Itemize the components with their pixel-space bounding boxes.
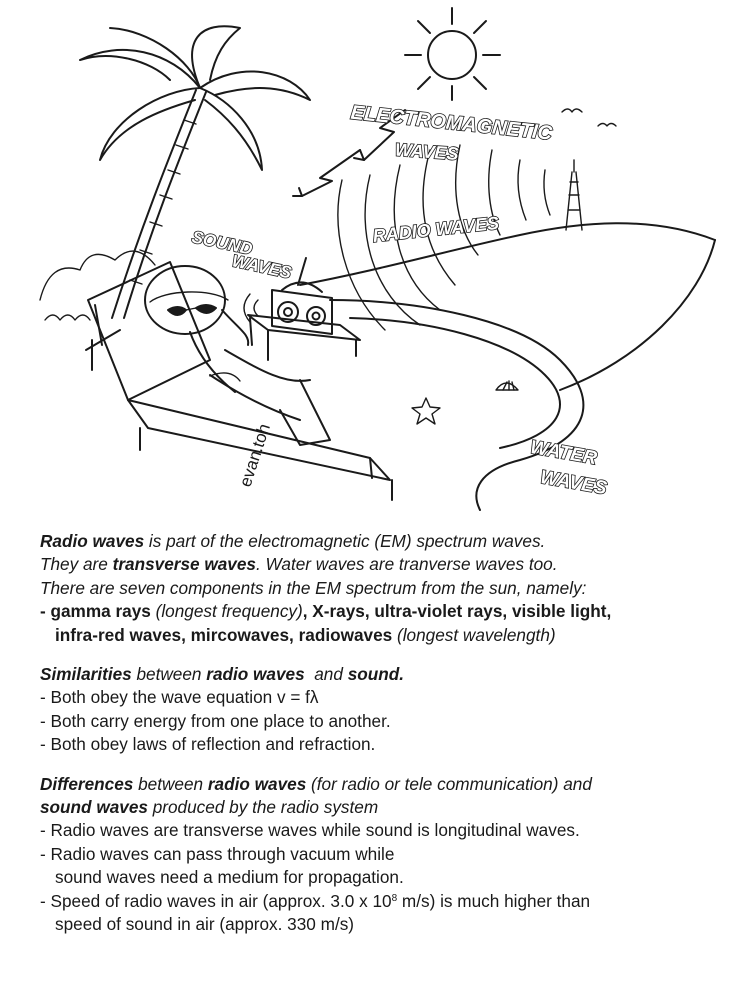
p2-bullet3: - Both obey laws of reflection and refra… [40,734,376,755]
term-differences: Differences [40,773,134,794]
artist-signature: evan.toh [236,421,274,489]
p2-heading: Similarities between radio waves and sou… [40,663,730,686]
term-transverse-waves: transverse waves [112,554,256,575]
p3-bullet3-line1: - Speed of radio waves in air (approx. 3… [40,890,730,913]
birds-icon [561,108,617,127]
p1-line2-c: . Water waves are tranverse waves too. [255,554,558,575]
p3-bullet2-line2: sound waves need a medium for propagatio… [55,867,404,888]
exponent: 8 [391,892,398,904]
explanation-text: Radio waves is part of the electromagnet… [40,530,730,953]
deck-chair-icon [85,261,393,501]
radio-waves-label: RADIO WAVES [372,213,500,246]
p2-h-e: sound. [347,664,405,685]
em-waves-label: ELECTROMAGNETIC WAVES [349,101,555,165]
differences-paragraph: Differences between radio waves (for rad… [40,773,730,937]
em-label-line2: WAVES [394,140,459,164]
seashell-icon [495,380,519,391]
sound-label-line2: WAVES [230,251,293,282]
side-table-icon [247,314,361,361]
p3-bullet3-line2: speed of sound in air (approx. 330 m/s) [55,914,355,935]
p3-heading2: sound waves produced by the radio system [40,796,730,819]
bushes-icon [39,250,156,321]
p2-bullet1: - Both obey the wave equation v = fλ [40,687,319,708]
beach-illustration: ELECTROMAGNETIC WAVES RADIO WAVES SOUND … [39,7,716,511]
hill-icon [299,222,716,391]
water-label-line1: WATER [529,437,599,469]
radio-tower-icon [565,159,583,231]
p1-line5-a: infra-red waves, mircowaves, radiowaves [55,624,393,645]
sun-icon [404,7,501,101]
p1-line2-a: They are [40,554,113,575]
p2-h-d: and [304,664,348,685]
p3-b3-a: - Speed of radio waves in air (approx. 3… [40,890,392,911]
p3-h-d: (for radio or tele communication) and [306,773,592,794]
p1-line2: They are transverse waves. Water waves a… [40,553,730,576]
palm-tree-icon [79,25,311,319]
p3-h2-b: produced by the radio system [147,797,379,818]
water-waves-label: WATER WAVES [528,436,610,500]
starfish-icon [411,397,441,425]
shoreline [329,299,585,511]
p3-h-b: between [133,773,208,794]
p1-line1-text: is part of the electromagnetic (EM) spec… [144,531,546,551]
p1-line4-c: , X-rays, ultra-violet rays, visible lig… [302,601,612,622]
em-label-line1: ELECTROMAGNETIC [350,102,554,145]
p1-line5-b: (longest wavelength) [392,624,556,645]
p1-line4-a: - gamma rays [40,601,151,622]
person-relaxing-icon [144,265,331,446]
term-radio-waves: Radio waves [40,531,145,551]
p3-b3-b: m/s) is much higher than [397,890,591,911]
similarities-paragraph: Similarities between radio waves and sou… [40,663,730,757]
p2-bullet2: - Both carry energy from one place to an… [40,710,391,731]
p1-line5: infra-red waves, mircowaves, radiowaves … [40,624,730,647]
p3-bullet2-line1: - Radio waves can pass through vacuum wh… [40,843,395,864]
sound-waves-label: SOUND WAVES [189,227,294,284]
p3-heading: Differences between radio waves (for rad… [40,773,730,796]
em-spectrum-paragraph: Radio waves is part of the electromagnet… [40,530,730,647]
p1-line4: - gamma rays (longest frequency), X-rays… [40,600,730,623]
radio-wave-arcs [337,144,551,331]
p2-h-b: between [131,664,207,685]
p3-bullet1: - Radio waves are transverse waves while… [40,820,580,841]
term-similarities: Similarities [40,664,132,685]
em-wave-arrows [292,109,406,197]
radio-icon [271,257,333,335]
p1-line1: Radio waves is part of the electromagnet… [40,530,730,553]
p2-h-c: radio waves [206,664,305,685]
p3-h-c: radio waves [207,773,307,794]
p1-line3: There are seven components in the EM spe… [40,577,730,600]
term-sound-waves: sound waves [40,797,148,818]
p1-line4-b: (longest frequency) [150,601,303,622]
water-label-line2: WAVES [539,467,609,499]
p1-line3-text: There are seven components in the EM spe… [40,577,587,598]
sound-wave-marks [243,293,259,323]
